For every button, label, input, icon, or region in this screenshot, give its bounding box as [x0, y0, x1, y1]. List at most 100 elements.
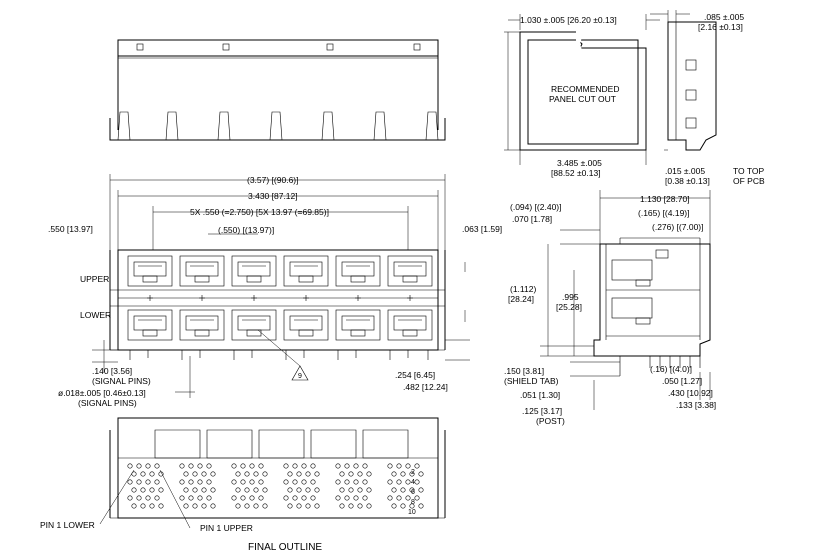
- front-view: (3.57) [(90.6)] 3.430 [87.12] 5X .550 (=…: [48, 174, 502, 408]
- pin-hole: [210, 503, 216, 509]
- panel-note-2: OF PCB: [733, 176, 765, 186]
- pin-hole: [357, 471, 363, 477]
- lower-port-2: [179, 309, 225, 341]
- bottom-pin-numbers: 2 4 6 8 10: [408, 469, 416, 516]
- pin-hole: [305, 471, 311, 477]
- pin-hole: [127, 479, 133, 485]
- pin-hole: [287, 471, 293, 477]
- pin-hole: [310, 479, 316, 485]
- pin-hole: [344, 463, 350, 469]
- pin-hole: [344, 495, 350, 501]
- cutout-height-dim-1: 3.485 ±.005: [557, 158, 602, 168]
- pin-hole: [283, 495, 289, 501]
- pin-hole: [235, 487, 241, 493]
- side-dim-165: (.165) [(4.19)]: [638, 208, 690, 218]
- pin-hole: [201, 471, 207, 477]
- pin-hole: [339, 487, 345, 493]
- pin-hole: [400, 503, 406, 509]
- pin-hole: [391, 487, 397, 493]
- pin-hole: [387, 495, 393, 501]
- pin-hole: [409, 487, 415, 493]
- side-dim-1130: 1.130 [28.70]: [640, 194, 690, 204]
- pin-hole: [210, 471, 216, 477]
- pin-hole: [283, 463, 289, 469]
- pin-hole: [418, 487, 424, 493]
- pin-hole: [301, 495, 307, 501]
- pin-hole: [405, 495, 411, 501]
- pin-hole: [400, 471, 406, 477]
- pin-hole: [158, 487, 164, 493]
- side-pins: [619, 356, 701, 376]
- pin-hole: [292, 495, 298, 501]
- upper-label: UPPER: [80, 274, 109, 284]
- pin-hole: [192, 503, 198, 509]
- front-left-offset: .550 [13.97]: [48, 224, 93, 234]
- front-pitch-single: (.550) [(13.97)]: [218, 225, 274, 235]
- cutout-label-1: RECOMMENDED: [551, 84, 619, 94]
- side-dim-051: .051 [1.30]: [520, 390, 560, 400]
- pin-hole: [387, 463, 393, 469]
- panel-offset-2: [0.38 ±0.13]: [665, 176, 710, 186]
- pin-hole: [314, 487, 320, 493]
- pin-hole: [362, 463, 368, 469]
- upper-port-1: [127, 255, 173, 287]
- pin-hole: [253, 471, 259, 477]
- pin-hole: [179, 495, 185, 501]
- lower-label: LOWER: [80, 310, 111, 320]
- pin-hole: [262, 503, 268, 509]
- pin-hole: [127, 463, 133, 469]
- pin-hole: [391, 503, 397, 509]
- front-overall-dim: (3.57) [(90.6)]: [247, 175, 299, 185]
- lower-port-4: [283, 309, 329, 341]
- pin-hole: [353, 463, 359, 469]
- front-dim-482: .482 [12.24]: [403, 382, 448, 392]
- pin-hole: [396, 479, 402, 485]
- side-dim-995-1: .995: [562, 292, 579, 302]
- pin-hole: [179, 479, 185, 485]
- drawing-title: FINAL OUTLINE: [248, 542, 322, 553]
- pin-hole: [362, 479, 368, 485]
- pin-hole: [249, 479, 255, 485]
- pin-hole: [414, 463, 420, 469]
- pin-hole: [357, 487, 363, 493]
- pin-hole: [339, 471, 345, 477]
- pin-hole: [357, 503, 363, 509]
- pin-hole: [231, 463, 237, 469]
- pin-hole: [197, 479, 203, 485]
- pin-hole: [145, 463, 151, 469]
- pin-hole: [262, 471, 268, 477]
- lower-port-3: [231, 309, 277, 341]
- pin-hole: [362, 495, 368, 501]
- pin-hole: [206, 479, 212, 485]
- pin-hole: [258, 463, 264, 469]
- pin-hole: [405, 463, 411, 469]
- pin-hole: [339, 503, 345, 509]
- side-shield-tab: (SHIELD TAB): [504, 376, 559, 386]
- cutout-label-2: PANEL CUT OUT: [549, 94, 616, 104]
- pin-hole: [249, 463, 255, 469]
- pin-hole: [131, 471, 137, 477]
- side-dim-094: (.094) [(2.40)]: [510, 202, 562, 212]
- pin-hole: [344, 479, 350, 485]
- bottom-view: 2 4 6 8 10 PIN 1 LOWER PIN 1 UPPER: [40, 417, 446, 533]
- panel-cutout-view: 1.030 ±.005 [26.20 ±0.13] RECOMMENDED PA…: [504, 14, 660, 178]
- pin-hole: [258, 495, 264, 501]
- pin-hole: [283, 479, 289, 485]
- side-dim-1112-2: [28.24]: [508, 294, 534, 304]
- pin-hole: [188, 479, 194, 485]
- pin-hole: [258, 479, 264, 485]
- pin-hole: [396, 495, 402, 501]
- side-dim-276: (.276) [(7.00)]: [652, 222, 704, 232]
- side-dim-125: .125 [3.17]: [522, 406, 562, 416]
- pin-hole: [301, 479, 307, 485]
- pin-hole: [249, 495, 255, 501]
- upper-ports: [127, 255, 433, 287]
- pin-hole: [366, 471, 372, 477]
- pin-hole: [140, 471, 146, 477]
- front-pins: [129, 350, 429, 360]
- pin-hole: [414, 479, 420, 485]
- panel-side-view: .085 ±.005 [2.16 ±0.13] .015 ±.005 [0.38…: [650, 10, 765, 186]
- pin-hole: [231, 495, 237, 501]
- pin1-upper-label: PIN 1 UPPER: [200, 523, 253, 533]
